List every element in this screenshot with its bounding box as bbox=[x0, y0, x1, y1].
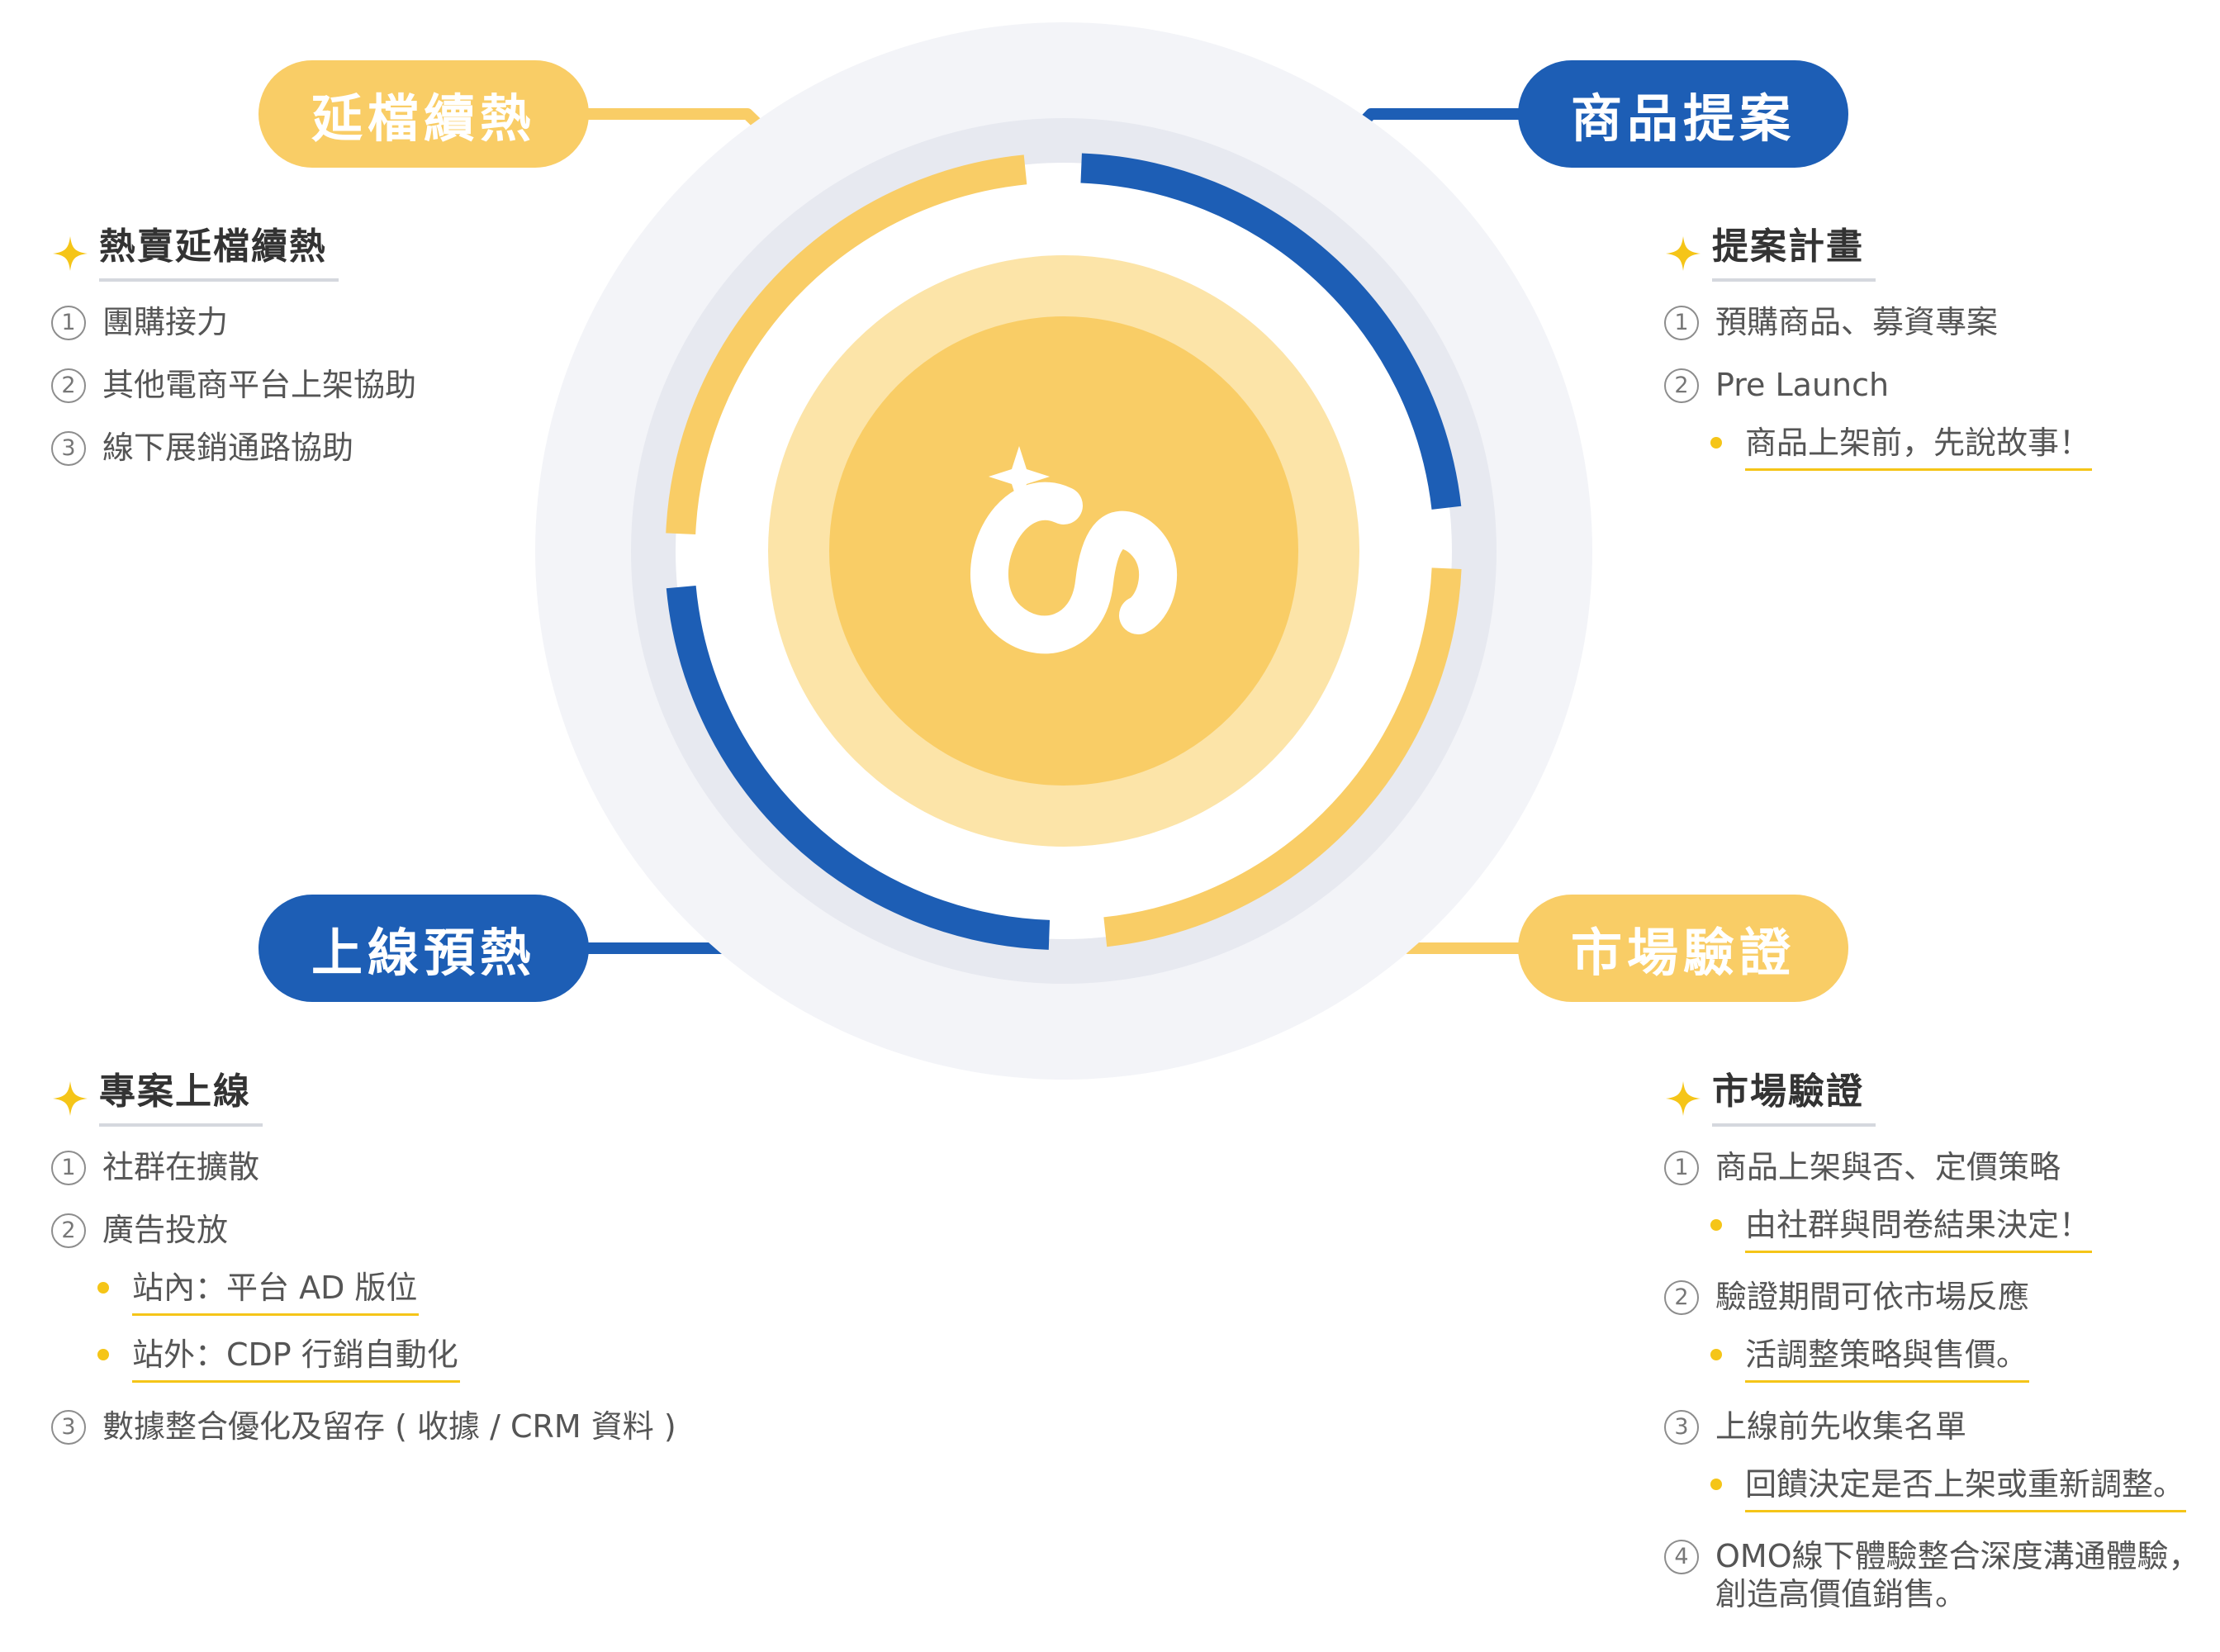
list-item: 2 廣告投放 bbox=[51, 1211, 795, 1249]
sub-item-text: 站內：平台 AD 版位 bbox=[132, 1269, 420, 1316]
item-text: 社群在擴散 bbox=[102, 1149, 260, 1185]
stage-label: 商品提案 bbox=[1570, 88, 1795, 149]
list-item: 1 預購商品、募資專案 bbox=[1664, 303, 2193, 341]
block-title: 熱賣延檔續熱 bbox=[99, 225, 339, 282]
item-text: 其他電商平台上架協助 bbox=[102, 367, 417, 403]
stage-label: 市場驗證 bbox=[1570, 923, 1795, 983]
center-disc bbox=[829, 316, 1298, 786]
block-bottom-right: 市場驗證 1 商品上架與否、定價策略由社群與問卷結果決定！ 2 驗證期間可依市場反應活調… bbox=[1664, 1070, 2218, 1613]
item-text: OMO線下體驗整合深度溝通體驗， bbox=[1715, 1538, 2200, 1574]
list-item: 3 數據整合優化及留存 ( 收據 / CRM 資料 ) bbox=[51, 1408, 795, 1446]
sub-item-text: 由社群與問卷結果決定！ bbox=[1745, 1206, 2093, 1253]
block-title: 提案計畫 bbox=[1712, 225, 1876, 282]
star-icon bbox=[53, 236, 88, 271]
list-item: 3 線下展銷通路協助 bbox=[51, 429, 629, 467]
sub-item-text: 回饋決定是否上架或重新調整。 bbox=[1745, 1465, 2187, 1512]
item-text: 數據整合優化及留存 ( 收據 / CRM 資料 ) bbox=[102, 1408, 676, 1445]
list-item: 2 Pre Launch bbox=[1664, 366, 2193, 404]
circled-number: 4 bbox=[1664, 1540, 1699, 1574]
block-title: 專案上線 bbox=[99, 1070, 263, 1127]
sparkle-loop-logo-icon bbox=[970, 446, 1178, 654]
circled-number: 1 bbox=[51, 306, 86, 340]
circled-number: 1 bbox=[1664, 306, 1699, 340]
bullet-dot-icon bbox=[1710, 1349, 1722, 1360]
bullet-dot-icon bbox=[1710, 1479, 1722, 1490]
sub-item: 回饋決定是否上架或重新調整。 bbox=[1664, 1465, 2218, 1512]
block-heading: 專案上線 bbox=[51, 1070, 795, 1127]
star-icon bbox=[1666, 236, 1701, 271]
star-icon bbox=[53, 1081, 88, 1116]
list-item: 1 商品上架與否、定價策略 bbox=[1664, 1148, 2218, 1186]
item-text: Pre Launch bbox=[1715, 367, 1890, 403]
arc-bottom-right bbox=[1103, 567, 1462, 947]
sub-item: 商品上架前，先說故事！ bbox=[1664, 424, 2193, 471]
item-list: 1 社群在擴散 2 廣告投放站內：平台 AD 版位站外：CDP 行銷自動化 3 數據整合優… bbox=[51, 1148, 795, 1446]
circled-number: 2 bbox=[1664, 1280, 1699, 1315]
bullet-dot-icon bbox=[97, 1282, 109, 1294]
item-list: 1 商品上架與否、定價策略由社群與問卷結果決定！ 2 驗證期間可依市場反應活調整策略與… bbox=[1664, 1148, 2218, 1613]
item-text: 上線前先收集名單 bbox=[1715, 1408, 1967, 1445]
block-title: 市場驗證 bbox=[1712, 1070, 1876, 1127]
stage-pill-bottom-left: 上線預熱 bbox=[259, 895, 589, 1002]
item-text: 廣告投放 bbox=[102, 1212, 229, 1248]
list-item: 2 驗證期間可依市場反應 bbox=[1664, 1278, 2218, 1316]
circled-number: 3 bbox=[1664, 1410, 1699, 1445]
block-heading: 熱賣延檔續熱 bbox=[51, 225, 629, 282]
sub-item-text: 商品上架前，先說故事！ bbox=[1745, 424, 2093, 471]
block-top-right: 提案計畫 1 預購商品、募資專案 2 Pre Launch 商品上架前，先說故事！ bbox=[1664, 225, 2193, 471]
stage-pill-top-left: 延檔續熱 bbox=[259, 60, 589, 168]
stage-pill-top-right: 商品提案 bbox=[1518, 60, 1848, 168]
arc-top-right bbox=[1080, 153, 1462, 510]
circled-number: 2 bbox=[51, 1213, 86, 1248]
item-text-continued: 創造高價值銷售。 bbox=[1715, 1576, 1967, 1612]
stage-pill-bottom-right: 市場驗證 bbox=[1518, 895, 1848, 1002]
bullet-dot-icon bbox=[1710, 1219, 1722, 1231]
sub-item: 站內：平台 AD 版位 bbox=[51, 1269, 795, 1316]
circled-number: 1 bbox=[51, 1151, 86, 1185]
sub-item-text: 站外：CDP 行銷自動化 bbox=[132, 1336, 460, 1383]
block-top-left: 熱賣延檔續熱 1 團購接力 2 其他電商平台上架協助 3 線下展銷通路協助 bbox=[51, 225, 629, 467]
arc-top-left bbox=[666, 154, 1027, 535]
sub-item: 由社群與問卷結果決定！ bbox=[1664, 1206, 2218, 1253]
circled-number: 2 bbox=[1664, 368, 1699, 403]
list-item: 4 OMO線下體驗整合深度溝通體驗，創造高價值銷售。 bbox=[1664, 1537, 2218, 1613]
sub-item-text: 活調整策略與售價。 bbox=[1745, 1336, 2030, 1383]
circled-number: 3 bbox=[51, 1410, 86, 1445]
arc-bottom-left bbox=[666, 585, 1051, 950]
star-icon bbox=[1666, 1081, 1701, 1116]
sub-item: 站外：CDP 行銷自動化 bbox=[51, 1336, 795, 1383]
item-list: 1 預購商品、募資專案 2 Pre Launch 商品上架前，先說故事！ bbox=[1664, 303, 2193, 471]
list-item: 1 團購接力 bbox=[51, 303, 629, 341]
item-text: 商品上架與否、定價策略 bbox=[1715, 1149, 2061, 1185]
sub-item: 活調整策略與售價。 bbox=[1664, 1336, 2218, 1383]
list-item: 1 社群在擴散 bbox=[51, 1148, 795, 1186]
bullet-dot-icon bbox=[1710, 437, 1722, 449]
circled-number: 1 bbox=[1664, 1151, 1699, 1185]
circled-number: 3 bbox=[51, 431, 86, 466]
block-heading: 市場驗證 bbox=[1664, 1070, 2218, 1127]
item-text: 線下展銷通路協助 bbox=[102, 430, 354, 466]
block-heading: 提案計畫 bbox=[1664, 225, 2193, 282]
list-item: 2 其他電商平台上架協助 bbox=[51, 366, 629, 404]
bullet-dot-icon bbox=[97, 1349, 109, 1360]
stage-label: 上線預熱 bbox=[311, 923, 536, 983]
item-list: 1 團購接力 2 其他電商平台上架協助 3 線下展銷通路協助 bbox=[51, 303, 629, 467]
item-text: 驗證期間可依市場反應 bbox=[1715, 1279, 2030, 1315]
circled-number: 2 bbox=[51, 368, 86, 403]
item-text: 團購接力 bbox=[102, 304, 229, 340]
list-item: 3 上線前先收集名單 bbox=[1664, 1408, 2218, 1446]
stage-label: 延檔續熱 bbox=[311, 88, 536, 149]
item-text: 預購商品、募資專案 bbox=[1715, 304, 1999, 340]
